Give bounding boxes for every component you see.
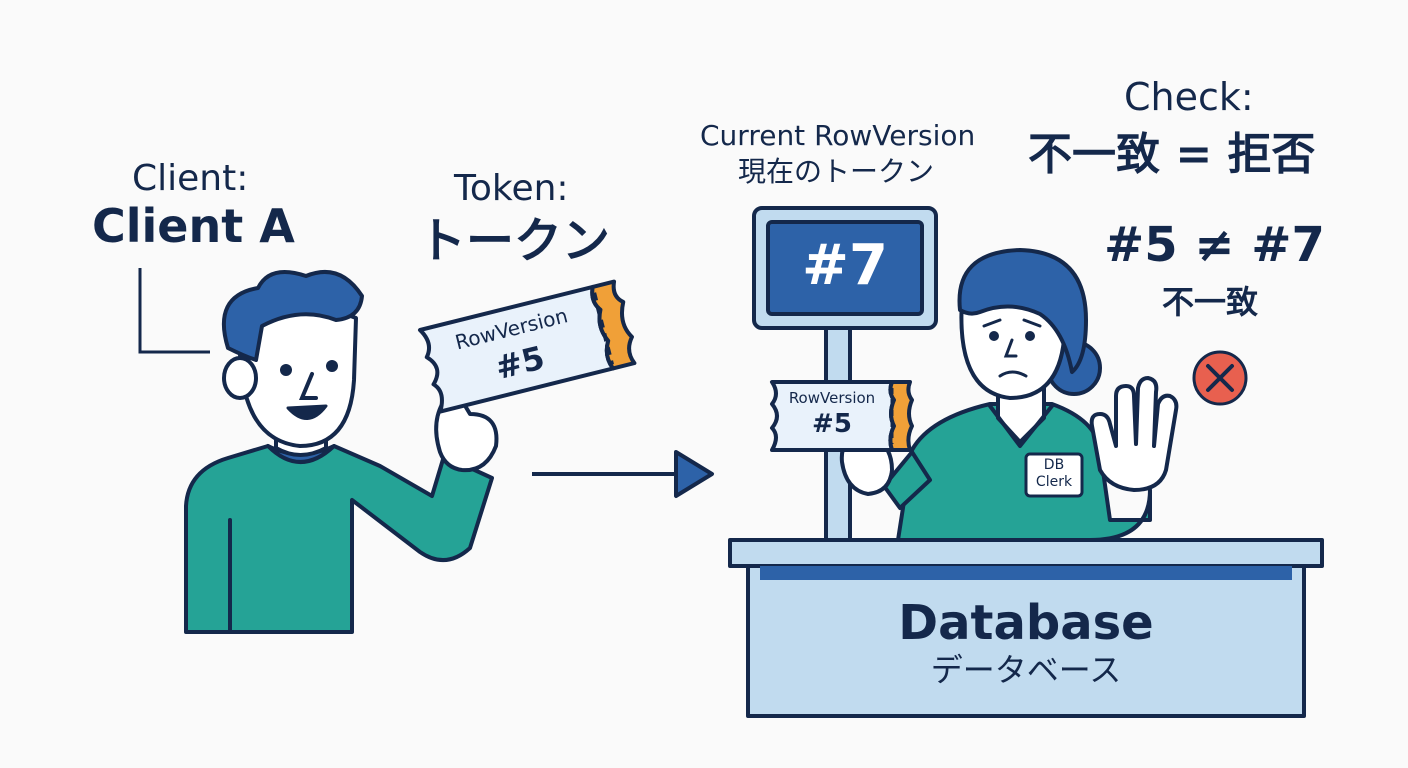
monitor-screen	[766, 220, 924, 316]
server-token-caption-ja: 現在のトークン	[738, 155, 935, 188]
client-ear	[222, 356, 258, 400]
server-token-caption: Current RowVersion	[700, 119, 976, 152]
database-label: Database	[898, 595, 1154, 651]
client-leader-line	[138, 268, 210, 354]
token-caption: Token:	[454, 168, 569, 209]
clerk-collar	[988, 404, 1054, 448]
clerk-stop-hand	[1089, 376, 1179, 492]
database-label-ja: データベース	[930, 651, 1122, 689]
monitor-value: #7	[802, 233, 888, 298]
database-counter	[728, 538, 1324, 718]
flow-arrow	[532, 450, 714, 498]
clerk-eye-right	[1025, 331, 1035, 341]
clerk-ticket-label: RowVersion	[788, 389, 876, 407]
client-eye-right	[326, 360, 338, 372]
clerk-badge	[1024, 452, 1084, 498]
check-result-ja: 不一致 = 拒否	[1028, 129, 1316, 180]
client-mouth	[286, 404, 328, 420]
clerk-figure	[839, 248, 1179, 542]
clerk-ticket-value: #5	[812, 409, 852, 439]
check-caption: Check:	[1124, 75, 1254, 119]
client-eye-left	[280, 364, 292, 376]
check-comparison: #5 ≠ #7	[1104, 217, 1325, 273]
check-mismatch-ja: 不一致	[1162, 283, 1259, 321]
client-name: Client A	[92, 199, 295, 253]
counter-trim	[760, 566, 1292, 580]
client-figure	[138, 268, 499, 634]
client-nose	[299, 372, 318, 400]
clerk-badge-line2: Clerk	[1035, 474, 1073, 490]
clerk-ticket	[770, 380, 914, 452]
monitor	[752, 206, 938, 550]
clerk-eye-left	[989, 331, 999, 341]
clerk-mouth	[998, 370, 1028, 378]
counter-body	[746, 564, 1306, 718]
client-caption: Client:	[132, 158, 249, 199]
x-circle-icon	[1192, 350, 1248, 406]
clerk-hair	[957, 248, 1088, 374]
clerk-badge-line1: DB	[1043, 457, 1065, 473]
client-hair	[221, 270, 364, 362]
counter-top	[728, 538, 1324, 568]
client-ticket	[418, 279, 637, 414]
token-caption-ja: トークン	[418, 213, 611, 269]
